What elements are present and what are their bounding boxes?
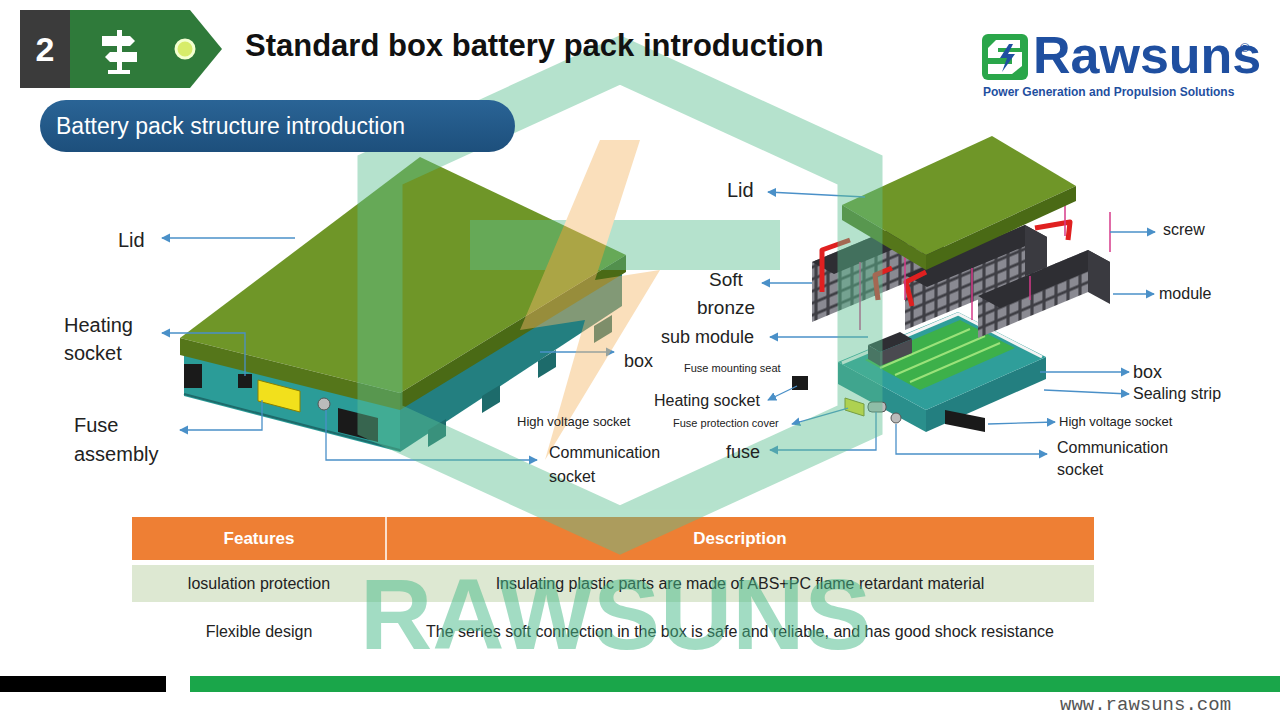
part-label: box [624,350,653,372]
part-label: box [1133,361,1162,383]
brand-icon [982,34,1028,80]
leader-line [896,424,1047,454]
header-chevron [70,10,222,88]
leader-line [1113,293,1154,294]
watermark-text: RAWSUNS [360,562,871,666]
part-label: Heating socket [64,311,159,367]
feature-table [385,517,387,560]
brand-wordmark: Rawsuns [1033,24,1261,86]
leader-line [1044,390,1129,394]
leader-line [180,400,262,430]
soft-bronze-busbar [906,272,926,306]
pack-sockets [238,374,252,388]
part-label: Communication socket [1057,437,1182,481]
bullet-circle [176,40,194,58]
part-label: Heating socket [654,391,760,410]
part-label: module [1159,284,1211,303]
part-label: High voltage socket [517,414,630,430]
leader-line [988,422,1055,424]
leader-line [768,386,797,400]
website-url: www.rawsuns.com [1060,694,1231,716]
part-label: Fuse mounting seat [684,362,781,375]
screw [904,255,906,300]
footer-bar [190,676,1280,692]
header-chevron [70,10,222,88]
leader-line [162,237,295,238]
footer-bar [0,676,1280,692]
brand-icon [988,40,1022,74]
part-label: Soft bronze [680,266,772,322]
brand-icon [982,34,1028,80]
table-cell: Insulating plastic parts are made of ABS… [386,574,1094,594]
part-label: Sealing strip [1133,384,1221,403]
watermark-logo [470,220,780,270]
table-cell: losulation protection [132,574,386,594]
watermark-logo [520,140,660,460]
exploded-sockets [891,413,901,423]
part-label: fuse [726,441,760,463]
leader-line [162,333,245,376]
battery-module [1088,250,1110,304]
battery-box-assembled [482,385,500,413]
sub-module [880,339,912,366]
battery-lid-exploded [926,186,1076,270]
pack-sockets [258,380,300,412]
footer-bar [0,676,166,692]
signpost-icon [105,52,137,62]
leader-line [1040,371,1129,372]
table-header-cell: Description [386,528,1094,550]
pack-sockets [184,364,202,388]
leader-line [1110,231,1155,232]
part-label: High voltage socket [1059,414,1172,430]
brand-icon [1000,44,1015,72]
table-cell: The series soft connection in the box is… [386,622,1094,642]
brand-tagline: Power Generation and Propulsion Solution… [983,85,1234,99]
part-label: screw [1163,220,1205,239]
part-label: Lid [118,228,145,252]
slide-title: Standard box battery pack introduction [245,26,824,66]
bullet-circle [176,40,194,58]
part-label: Fuse protection cover [673,417,779,430]
registered-mark: ® [1240,40,1250,56]
screw [1029,276,1031,300]
signpost-icon [102,36,135,46]
battery-module [978,250,1110,308]
part-label: Communication socket [549,441,674,489]
battery-box-assembled [538,350,556,378]
section-band: Battery pack structure introduction [40,100,515,152]
leader-line [762,282,812,283]
table-cell: Flexible design [132,622,386,642]
node-text: 2 [36,30,55,69]
screw [971,268,973,320]
exploded-sockets [945,410,985,432]
feature-table [132,565,1094,602]
part-label: Fuse assembly [74,411,174,469]
node-text: Battery pack structure introduction [56,113,405,140]
signpost-icon [102,30,137,74]
table-header-cell: Features [132,528,386,550]
part-label: Lid [727,178,754,202]
slide-number-badge: 2 [20,10,70,88]
pack-sockets [318,398,330,410]
signpost-icon [108,70,130,74]
part-label: sub module [661,326,754,348]
